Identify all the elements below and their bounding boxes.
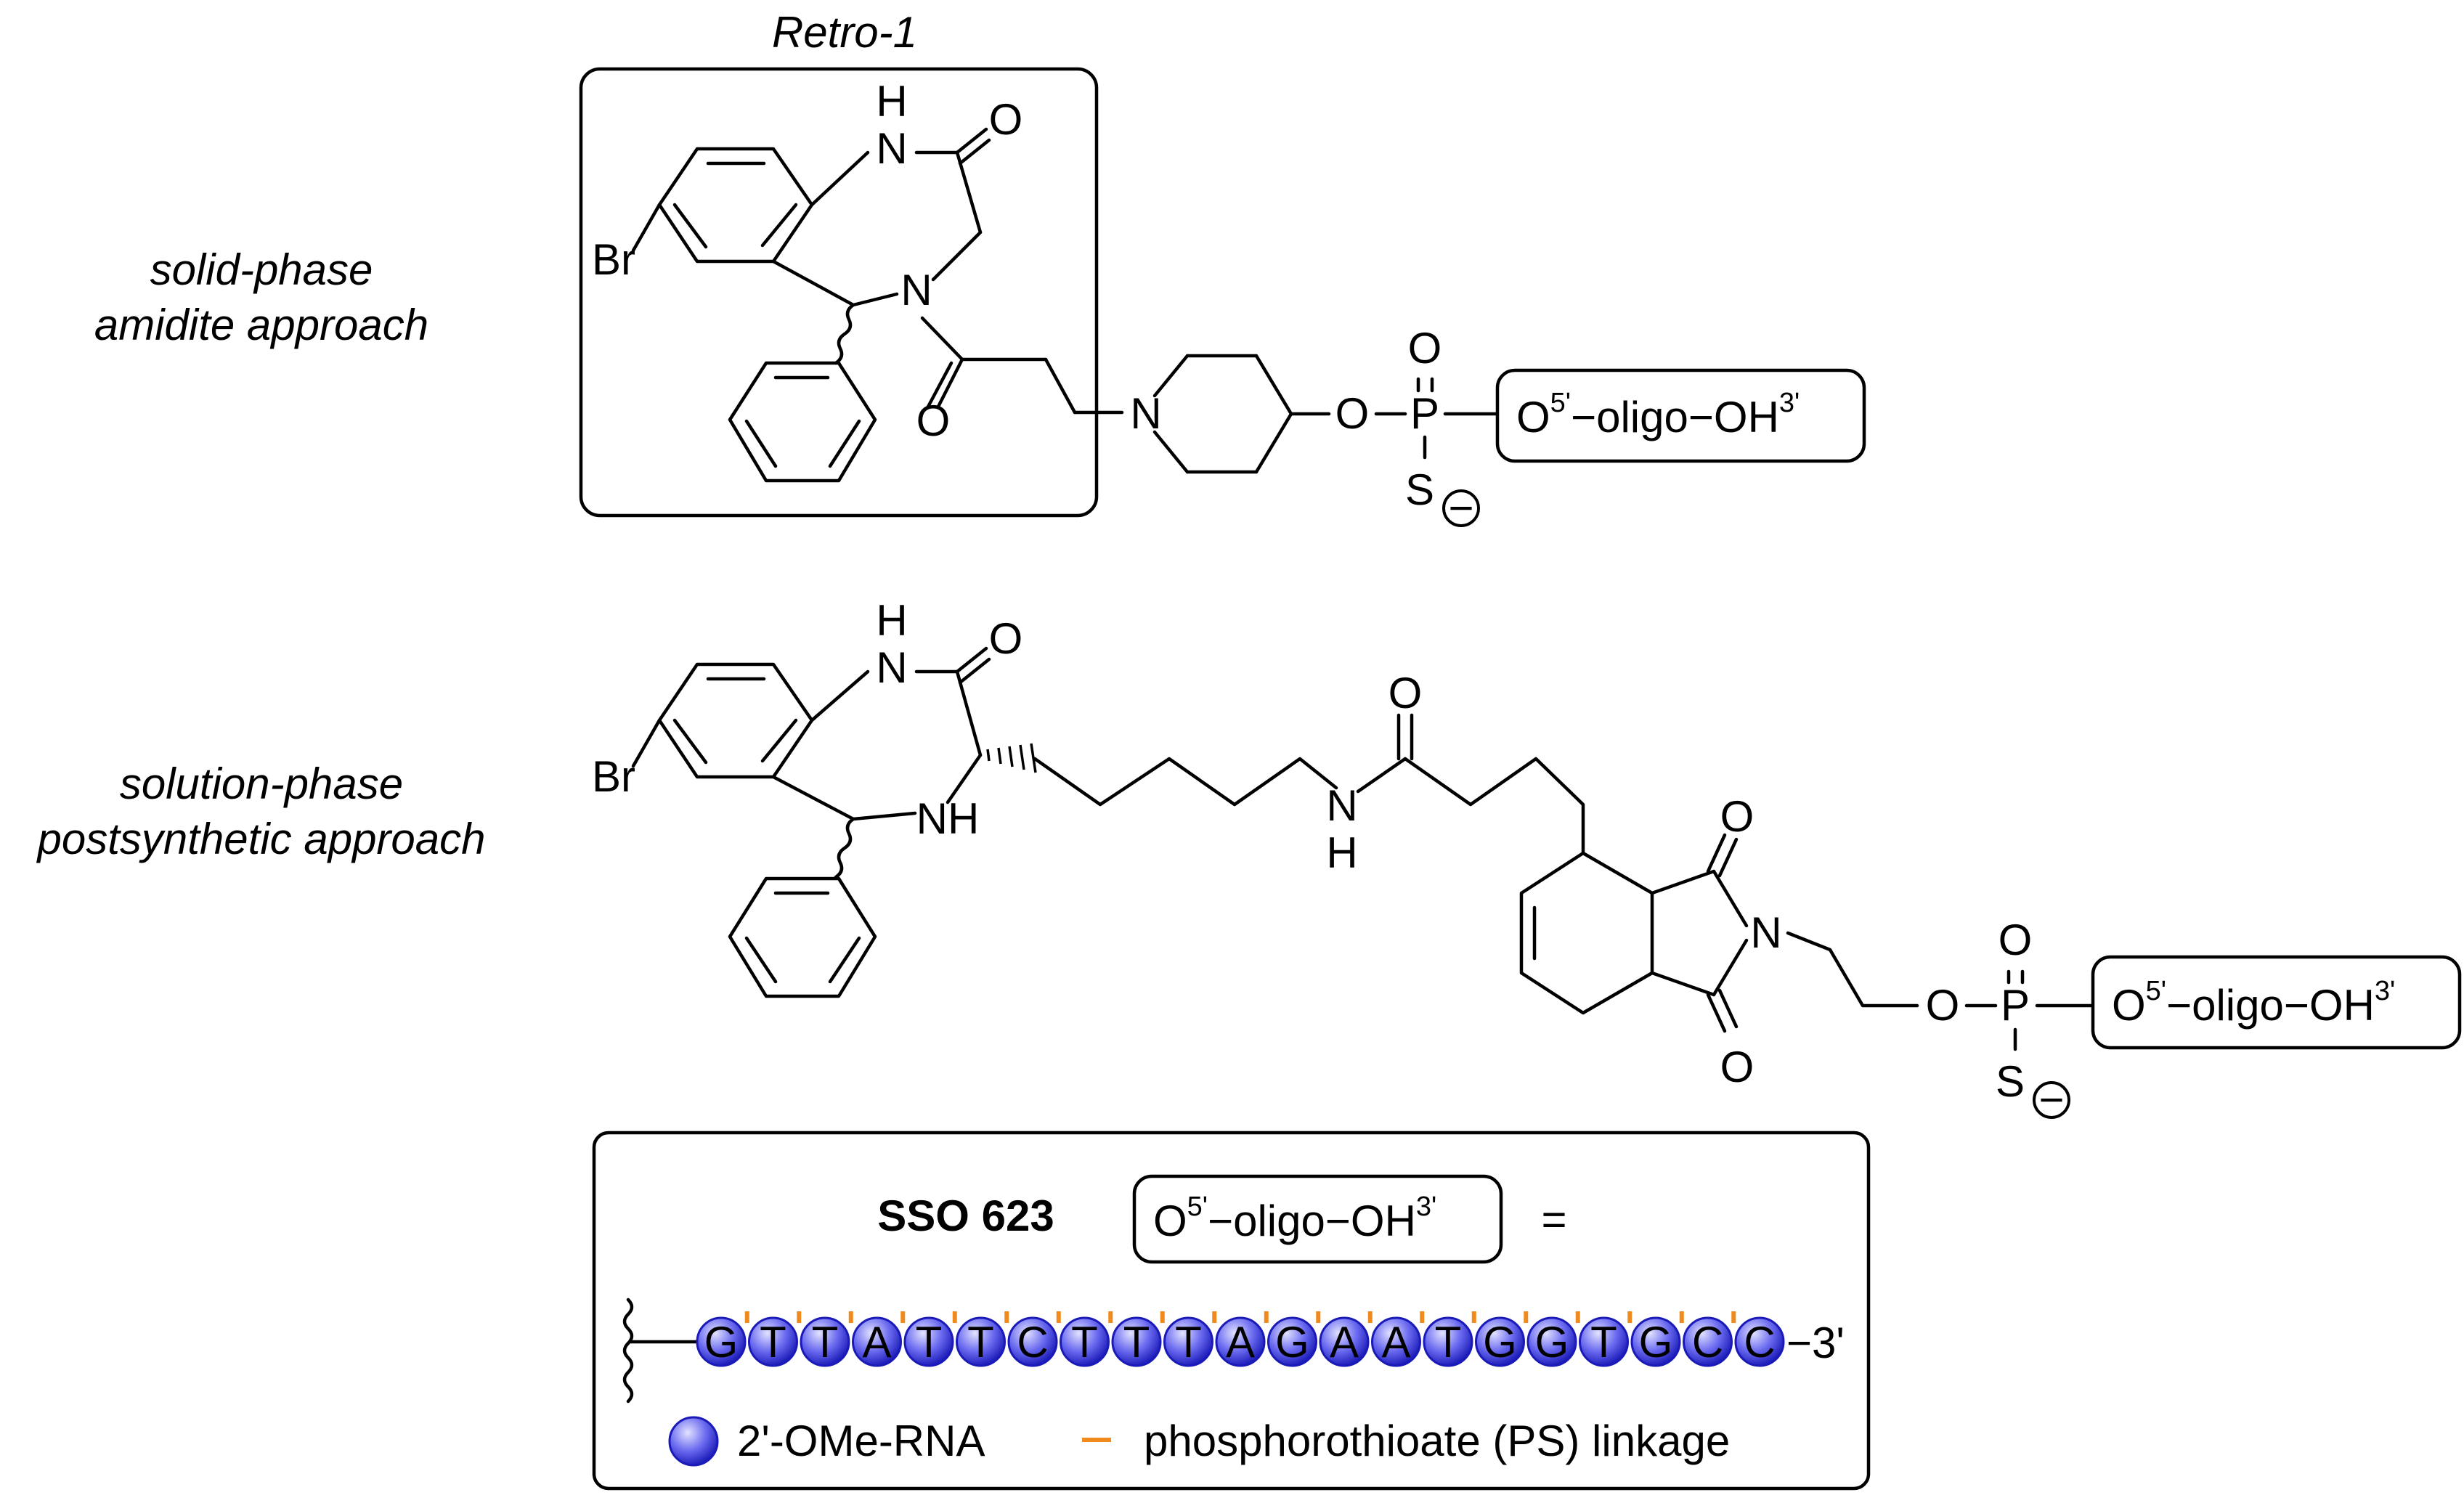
atom-nh-2: NH (916, 794, 980, 843)
atom-n-imide: N (1750, 908, 1781, 957)
atom-o1-1: O (989, 95, 1023, 144)
nucleotide-base-label: A (1330, 1318, 1359, 1366)
ome-key-bead (668, 1416, 719, 1467)
nucleotide-base-label: G (1639, 1318, 1673, 1366)
atom-br-1: Br (592, 235, 635, 284)
three-prime-end: −3' (1786, 1319, 1845, 1367)
oligo-label-1: O5'−oligo−OH3' (1516, 388, 1800, 441)
nucleotide-bead (1215, 1316, 1266, 1367)
nucleotide-bead (1267, 1316, 1317, 1367)
solution-phase-caption-line1: solution-phase (120, 759, 403, 808)
atom-n1-1: N (876, 124, 907, 173)
atom-o1-2: O (989, 614, 1023, 663)
nucleotide-bead (1734, 1316, 1785, 1367)
atom-o-ester-1: O (1335, 389, 1370, 438)
nucleotide-base-label: A (862, 1318, 891, 1366)
oligo-box-legend (1132, 1174, 1503, 1264)
nucleotide-base-label: C (1017, 1318, 1048, 1366)
nucleotide-base-label: G (1535, 1318, 1569, 1366)
nucleotide-bead (1526, 1316, 1577, 1367)
nucleotide-base-label: C (1744, 1318, 1775, 1366)
solution-phase-caption-line2: postsynthetic approach (36, 815, 485, 863)
nucleotide-base-label: G (1483, 1318, 1517, 1366)
nucleotide-base-label: T (967, 1318, 994, 1366)
atom-s-1: S (1405, 465, 1434, 514)
atom-h1-2: H (876, 596, 907, 645)
nucleotide-base-label: A (1226, 1318, 1255, 1366)
nucleotide-base-label: T (1071, 1318, 1098, 1366)
nucleotide-bead (1163, 1316, 1213, 1367)
sso-label: SSO 623 (877, 1192, 1054, 1240)
atom-n4-1: N (900, 266, 932, 314)
nucleotide-bead (1007, 1316, 1058, 1367)
equals-sign: = (1541, 1195, 1566, 1244)
legend-frame (592, 1131, 1871, 1491)
nucleotide-base-label: T (916, 1318, 943, 1366)
structure-solution-phase: Br N H O NH N H (592, 596, 2462, 1124)
nucleotide-bead (852, 1316, 902, 1367)
nucleotide-bead (1579, 1316, 1629, 1367)
charge-minus-2: − (2038, 1075, 2064, 1124)
nucleotide-bead (1683, 1316, 1733, 1367)
retro-caption: Retro-1 (772, 8, 917, 57)
atom-o-ester-2: O (1926, 981, 1960, 1030)
atom-n-pip: N (1130, 389, 1161, 438)
nucleotide-base-label: T (1123, 1318, 1150, 1366)
nucleotide-base-label: A (1381, 1318, 1410, 1366)
atom-p-1: P (1410, 389, 1439, 438)
nucleotide-bead (1060, 1316, 1110, 1367)
atom-o-oxo-2: O (1999, 916, 2033, 964)
nucleotide-bead (1319, 1316, 1370, 1367)
oligo-label-2: O5'−oligo−OH3' (2112, 976, 2395, 1030)
nucleotide-base-label: G (1275, 1318, 1309, 1366)
atom-p-2: P (2001, 981, 2030, 1030)
atom-n-amide-2: N (1326, 781, 1357, 830)
nucleotide-bead (696, 1316, 747, 1367)
atom-o-oxo-1: O (1408, 324, 1442, 372)
oligo-box-1 (1495, 368, 1866, 463)
nucleotide-bead (800, 1316, 850, 1367)
nucleotide-base-label: T (1175, 1318, 1202, 1366)
atom-o-amide-2: O (1388, 669, 1423, 717)
nucleotide-base-label: T (812, 1318, 839, 1366)
nucleotide-bead (956, 1316, 1006, 1367)
nucleotide-base-label: G (704, 1318, 739, 1366)
nucleotide-bead (1371, 1316, 1421, 1367)
atom-o-imide-bottom: O (1720, 1043, 1755, 1091)
charge-minus-1: − (1448, 484, 1473, 532)
oligo-box-2 (2091, 955, 2462, 1050)
nucleotide-base-label: T (760, 1318, 786, 1366)
atom-n1-2: N (876, 643, 907, 692)
nucleotide-base-label: C (1692, 1318, 1723, 1366)
nucleotide-bead (903, 1316, 954, 1367)
atom-br-2: Br (592, 752, 635, 801)
nucleotide-base-label: T (1435, 1318, 1462, 1366)
nucleotide-bead (748, 1316, 798, 1367)
nucleotide-bead (1111, 1316, 1162, 1367)
atom-o2-1: O (916, 396, 951, 445)
structure-solid-phase: Br N H O N O N (579, 67, 1866, 532)
atom-o-imide-top: O (1720, 792, 1755, 841)
oligo-label-legend: O5'−oligo−OH3' (1153, 1192, 1436, 1245)
retro-1-box (579, 67, 1099, 518)
nucleotide-bead (1630, 1316, 1681, 1367)
atom-h1-1: H (876, 77, 907, 126)
ps-key-label: phosphorothioate (PS) linkage (1144, 1417, 1730, 1465)
nucleotide-bead (1475, 1316, 1525, 1367)
nucleotide-base-label: T (1590, 1318, 1617, 1366)
solid-phase-caption-line1: solid-phase (150, 245, 373, 294)
solid-phase-caption-line2: amidite approach (94, 301, 428, 349)
ome-key-label: 2'-OMe-RNA (737, 1417, 985, 1465)
atom-h-amide-2: H (1326, 828, 1357, 877)
atom-s-2: S (1996, 1057, 2025, 1106)
nucleotide-bead (1423, 1316, 1473, 1367)
